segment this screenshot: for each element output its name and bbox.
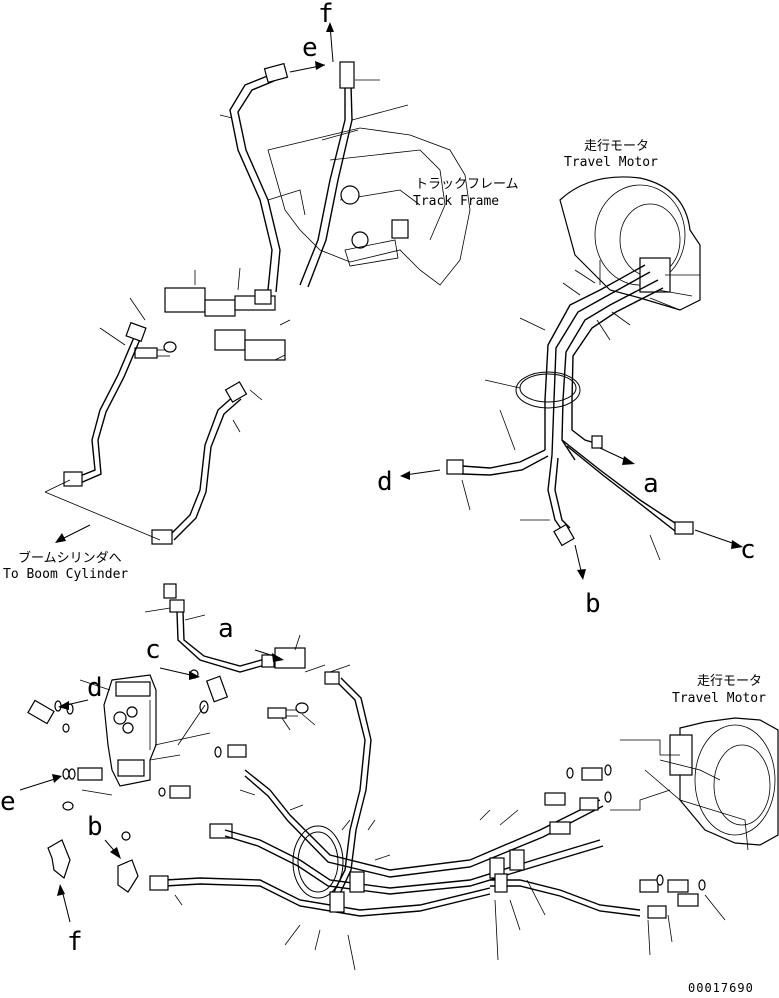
label-e-top: e — [302, 33, 318, 63]
hose-to-b — [547, 454, 563, 531]
hose-to-c — [561, 439, 679, 526]
bolt-lower — [267, 707, 287, 719]
hose-to-f — [299, 85, 346, 286]
travel-motor-detail: 走行モータ Travel Motor d a c b — [377, 139, 756, 619]
track-frame-en: Track Frame — [413, 194, 499, 209]
label-d-top: d — [377, 467, 393, 497]
clamp-loop — [515, 371, 581, 409]
washer — [163, 341, 177, 353]
label-d-bottom: d — [87, 673, 103, 703]
main-hose-upper — [329, 679, 366, 901]
label-e-bottom: e — [0, 787, 16, 817]
travel-motor-body-lower — [679, 717, 779, 846]
frame-hole — [340, 185, 360, 205]
travel-motor-jp-top: 走行モータ — [584, 139, 649, 154]
label-a-top: a — [643, 469, 659, 499]
label-b-bottom: b — [87, 812, 103, 842]
travel-motor-jp-bottom: 走行モータ — [697, 674, 762, 689]
hose-to-e — [229, 74, 273, 291]
label-a-bottom: a — [218, 614, 234, 644]
label-c-bottom: c — [145, 635, 161, 665]
elbow-fitting-left — [27, 699, 55, 725]
track-frame-detail: f e トラックフレーム Track Frame ブームシリンダへ To Boo… — [3, 0, 519, 582]
swivel-piping-detail: a c d e b f 走行モータ Travel Motor — [0, 583, 779, 971]
travel-motor-body — [559, 176, 701, 311]
fitting-block-lower — [214, 329, 246, 351]
hose-to-d — [461, 449, 546, 469]
fitting-block-upper — [164, 287, 206, 313]
arrow-boom — [59, 524, 91, 541]
clamp-bracket — [391, 219, 409, 239]
label-c-top: c — [740, 535, 756, 565]
label-b-top: b — [585, 589, 601, 619]
washer-lower — [295, 702, 309, 714]
track-frame-jp: トラックフレーム — [415, 177, 519, 192]
track-frame-outline — [267, 127, 471, 286]
boom-cylinder-jp: ブームシリンダへ — [18, 550, 122, 566]
boom-cylinder-en: To Boom Cylinder — [3, 567, 128, 582]
hose-to-boom-left — [74, 334, 136, 479]
bolt — [134, 347, 158, 359]
travel-motor-en-bottom: Travel Motor — [672, 691, 766, 706]
label-f-top: f — [318, 0, 334, 29]
label-f-bottom: f — [67, 927, 83, 957]
travel-motor-en-top: Travel Motor — [564, 155, 658, 170]
clamp-loop-lower — [292, 825, 344, 899]
drawing-number: 00017690 — [688, 981, 754, 995]
hose-to-boom-right — [169, 394, 236, 536]
